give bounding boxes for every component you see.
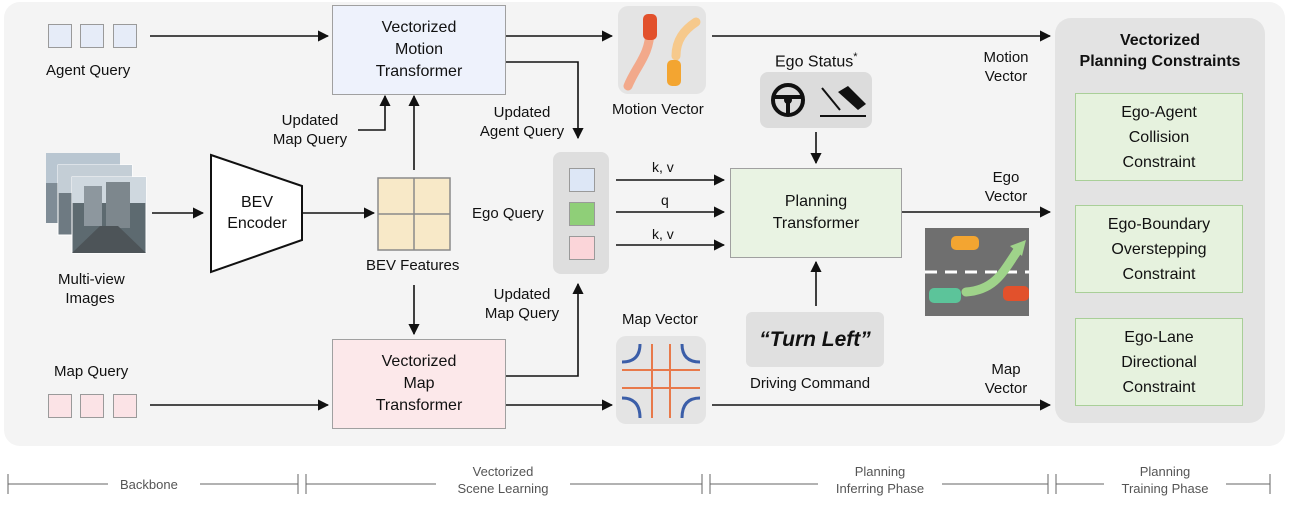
phase-backbone: Backbone [120, 477, 178, 492]
agent-query-label: Agent Query [46, 62, 131, 79]
arrow-updated-agent-query [506, 61, 584, 140]
ego-status-label: Ego Status* [775, 51, 858, 71]
map-vector-label: Map Vector [622, 311, 698, 328]
bev-features-grid [377, 177, 451, 251]
ego-query-label: Ego Query [472, 205, 544, 222]
arrow-updated-map-query-top [358, 94, 391, 131]
driving-command-label: Driving Command [750, 375, 871, 392]
agent-query-box-3 [113, 24, 137, 48]
ego-scene-icon [925, 228, 1029, 316]
kv-top-label: k, v [652, 159, 674, 175]
agent-query-box-1 [48, 24, 72, 48]
multi-view-images [46, 153, 147, 254]
ego-query-box-green [569, 202, 595, 226]
map-query-label: Map Query [54, 363, 129, 380]
map-query-box-1 [48, 394, 72, 418]
bev-encoder-shape [210, 153, 303, 274]
motion-vector-icon [618, 6, 706, 94]
motion-vector-label: Motion Vector [612, 101, 704, 118]
phase-brackets [7, 474, 1271, 494]
map-query-box-2 [80, 394, 104, 418]
agent-query-box-2 [80, 24, 104, 48]
ego-query-box-pink [569, 236, 595, 260]
driving-command-box: “Turn Left” [746, 312, 884, 367]
arrow-updated-map-query [506, 282, 584, 377]
ego-status-icons [771, 83, 866, 117]
map-vector-icon [616, 336, 706, 424]
map-query-box-3 [113, 394, 137, 418]
kv-bottom-label: k, v [652, 226, 674, 242]
q-label: q [661, 192, 669, 208]
ego-query-box-blue [569, 168, 595, 192]
bev-features-label: BEV Features [366, 257, 460, 274]
